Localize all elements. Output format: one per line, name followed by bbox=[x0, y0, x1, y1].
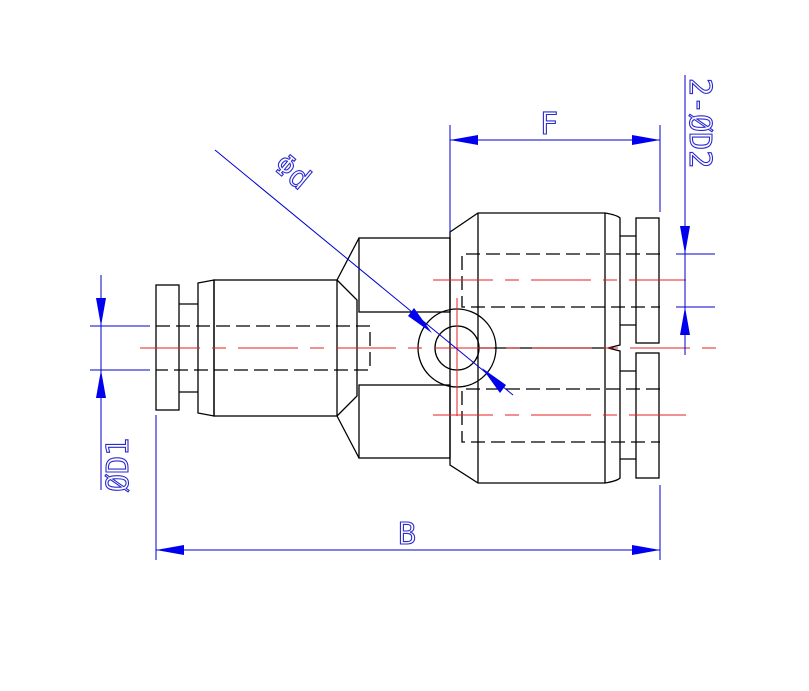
dimension-d1: ØD1 bbox=[90, 275, 150, 493]
centerlines bbox=[140, 279, 716, 416]
dimension-phi-d: Φd bbox=[214, 147, 514, 396]
label-f: F bbox=[540, 107, 558, 142]
left-collet bbox=[197, 279, 215, 417]
label-d2: 2-ØD2 bbox=[682, 78, 717, 168]
dimension-b: B bbox=[155, 415, 661, 560]
label-d1: ØD1 bbox=[101, 438, 136, 492]
left-neck bbox=[179, 303, 198, 393]
dimension-f: F bbox=[449, 106, 661, 232]
label-b: B bbox=[398, 517, 416, 552]
dimension-d2: 2-ØD2 bbox=[676, 75, 718, 355]
label-phi-d: Φd bbox=[267, 147, 317, 197]
